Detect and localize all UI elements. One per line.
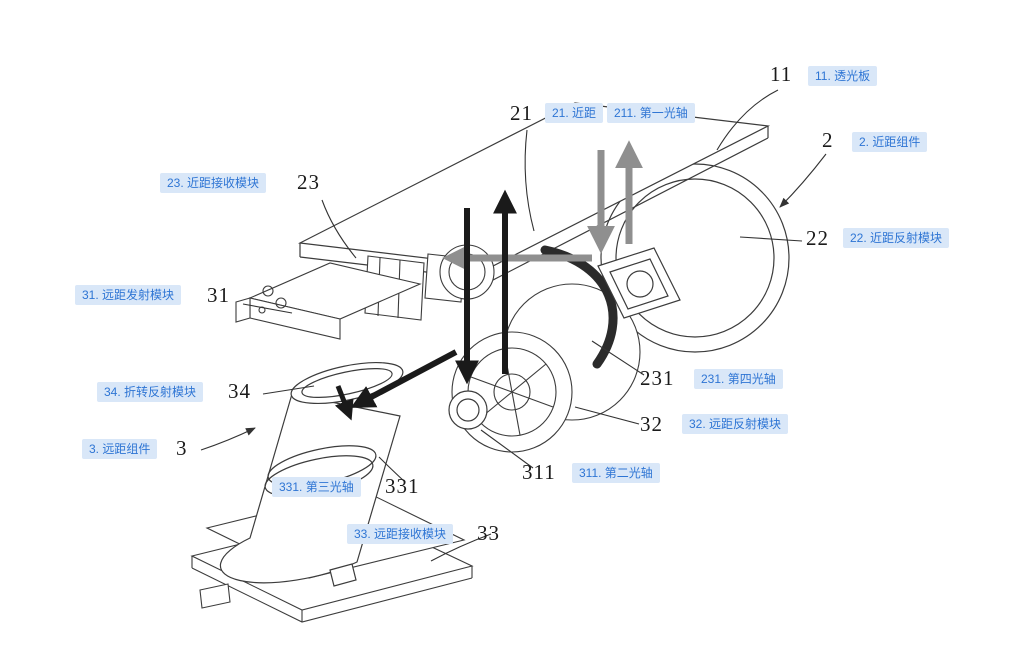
label-badge-22: 22. 近距反射模块 — [843, 228, 950, 248]
far-emission-bracket — [235, 262, 422, 340]
ref-number-2: 2 — [822, 128, 834, 152]
label-badge-3: 3. 远距组件 — [82, 439, 158, 459]
label-badge-2: 2. 近距组件 — [852, 132, 928, 152]
label-badge-32: 32. 远距反射模块 — [682, 414, 789, 434]
label-badge-11: 11. 透光板 — [808, 66, 878, 86]
ref-number-33: 33 — [477, 521, 500, 545]
ref-number-22: 22 — [806, 226, 829, 250]
label-badge-33: 33. 远距接收模块 — [347, 524, 454, 544]
far-path-arrows — [334, 189, 517, 421]
ref-number-11: 11 — [770, 62, 793, 86]
label-badge-231: 231. 第四光轴 — [694, 369, 783, 389]
ref-number-31: 31 — [207, 283, 230, 307]
near-path-arrows — [442, 140, 643, 272]
second-axis-pivot — [448, 390, 488, 430]
ref-number-311: 311 — [522, 460, 556, 484]
label-badge-21: 21. 近距 — [545, 103, 604, 123]
ref-number-23: 23 — [297, 170, 320, 194]
label-badge-31: 31. 远距发射模块 — [75, 285, 182, 305]
label-badge-331: 331. 第三光轴 — [272, 477, 361, 497]
ref-number-21: 21 — [510, 101, 533, 125]
label-badge-311: 311. 第二光轴 — [572, 463, 660, 483]
ref-number-231: 231 — [640, 366, 675, 390]
ref-number-331: 331 — [385, 474, 420, 498]
ref-number-32: 32 — [640, 412, 663, 436]
ref-number-3: 3 — [176, 436, 188, 460]
label-badge-211: 211. 第一光轴 — [607, 103, 695, 123]
leader-lines — [200, 89, 827, 562]
near-reflection-block — [597, 247, 681, 319]
ref-number-34: 34 — [228, 379, 251, 403]
label-badge-23: 23. 近距接收模块 — [160, 173, 267, 193]
label-badge-34: 34. 折转反射模块 — [97, 382, 204, 402]
